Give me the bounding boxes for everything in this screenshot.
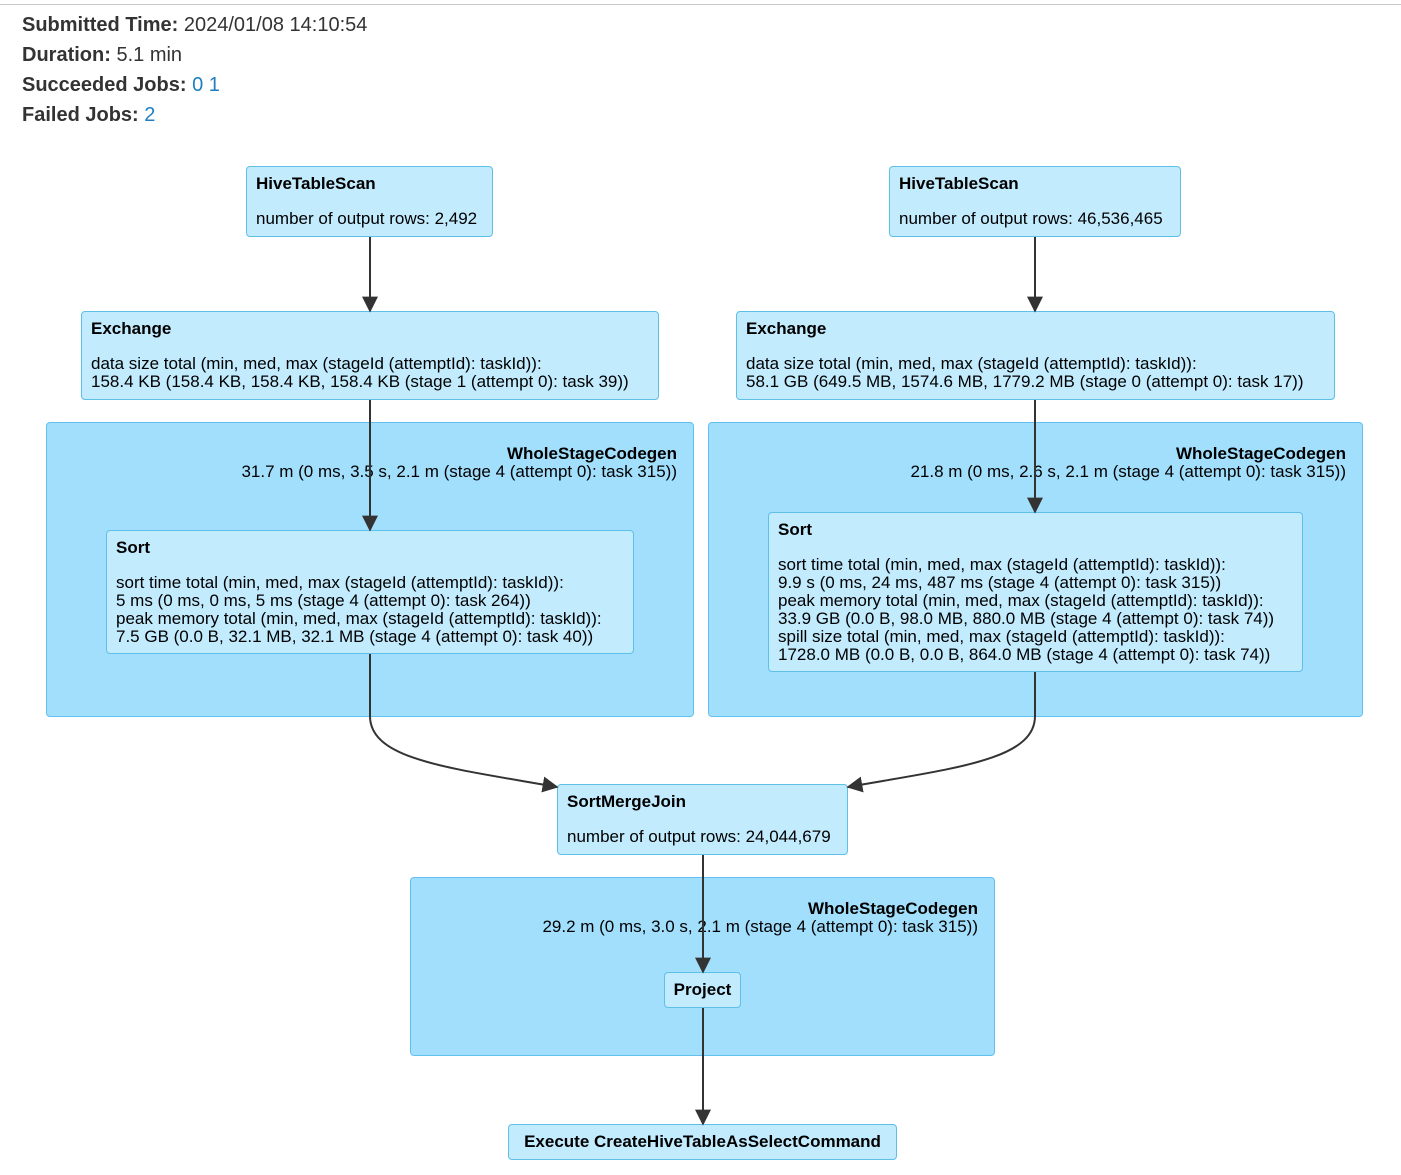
left-codegen-time: 31.7 m (0 ms, 3.5 s, 2.1 m (stage 4 (att… xyxy=(241,462,677,481)
node-metric: 5 ms (0 ms, 0 ms, 5 ms (stage 4 (attempt… xyxy=(116,591,531,610)
right-codegen-label: WholeStageCodegen 21.8 m (0 ms, 2.6 s, 2… xyxy=(910,445,1346,481)
succeeded-jobs-label: Succeeded Jobs: xyxy=(22,74,187,96)
node-title: Execute CreateHiveTableAsSelectCommand xyxy=(524,1132,881,1151)
succeeded-jobs-row: Succeeded Jobs: 0 1 xyxy=(22,70,367,100)
succeeded-job-link[interactable]: 0 xyxy=(192,74,204,96)
node-title: HiveTableScan xyxy=(256,174,376,193)
failed-job-link[interactable]: 2 xyxy=(144,104,156,126)
duration-row: Duration: 5.1 min xyxy=(22,40,367,70)
node-metric: 33.9 GB (0.0 B, 98.0 MB, 880.0 MB (stage… xyxy=(778,609,1275,628)
node-metric: 158.4 KB (158.4 KB, 158.4 KB, 158.4 KB (… xyxy=(91,372,629,391)
node-metric: number of output rows: 46,536,465 xyxy=(899,209,1163,228)
node-metric: sort time total (min, med, max (stageId … xyxy=(778,555,1226,574)
node-metric: number of output rows: 24,044,679 xyxy=(567,827,831,846)
node-metric: 7.5 GB (0.0 B, 32.1 MB, 32.1 MB (stage 4… xyxy=(116,627,594,646)
sortmergejoin-node[interactable]: SortMergeJoin number of output rows: 24,… xyxy=(557,784,848,855)
node-metric: data size total (min, med, max (stageId … xyxy=(746,354,1197,373)
duration-value: 5.1 min xyxy=(116,44,183,66)
left-hivetablescan-node[interactable]: HiveTableScan number of output rows: 2,4… xyxy=(246,166,493,237)
bottom-codegen-time: 29.2 m (0 ms, 3.0 s, 2.1 m (stage 4 (att… xyxy=(542,917,978,936)
node-metric: sort time total (min, med, max (stageId … xyxy=(116,573,564,592)
duration-label: Duration: xyxy=(22,44,111,66)
left-sort-node[interactable]: Sort sort time total (min, med, max (sta… xyxy=(106,530,634,654)
submitted-time-row: Submitted Time: 2024/01/08 14:10:54 xyxy=(22,10,367,40)
node-title: Exchange xyxy=(91,319,172,338)
bottom-codegen-label: WholeStageCodegen 29.2 m (0 ms, 3.0 s, 2… xyxy=(542,900,978,936)
right-sort-node[interactable]: Sort sort time total (min, med, max (sta… xyxy=(768,512,1303,672)
right-codegen-name: WholeStageCodegen xyxy=(1175,444,1346,463)
node-metric: 58.1 GB (649.5 MB, 1574.6 MB, 1779.2 MB … xyxy=(746,372,1304,391)
query-summary: Submitted Time: 2024/01/08 14:10:54 Dura… xyxy=(22,10,367,130)
right-hivetablescan-node[interactable]: HiveTableScan number of output rows: 46,… xyxy=(889,166,1181,237)
node-metric: 9.9 s (0 ms, 24 ms, 487 ms (stage 4 (att… xyxy=(778,573,1222,592)
left-codegen-name: WholeStageCodegen xyxy=(506,444,677,463)
failed-jobs-row: Failed Jobs: 2 xyxy=(22,100,367,130)
node-title: Sort xyxy=(778,520,812,539)
right-codegen-time: 21.8 m (0 ms, 2.6 s, 2.1 m (stage 4 (att… xyxy=(910,462,1346,481)
bottom-codegen-name: WholeStageCodegen xyxy=(807,899,978,918)
left-codegen-label: WholeStageCodegen 31.7 m (0 ms, 3.5 s, 2… xyxy=(241,445,677,481)
execute-command-node[interactable]: Execute CreateHiveTableAsSelectCommand xyxy=(508,1124,897,1160)
node-metric: peak memory total (min, med, max (stageI… xyxy=(116,609,602,628)
node-title: SortMergeJoin xyxy=(567,792,687,811)
submitted-time-label: Submitted Time: xyxy=(22,14,179,36)
node-metric: 1728.0 MB (0.0 B, 0.0 B, 864.0 MB (stage… xyxy=(778,645,1271,664)
node-metric: number of output rows: 2,492 xyxy=(256,209,478,228)
succeeded-job-link[interactable]: 1 xyxy=(208,74,220,96)
failed-jobs-label: Failed Jobs: xyxy=(22,104,139,126)
submitted-time-value: 2024/01/08 14:10:54 xyxy=(183,14,368,36)
node-title: HiveTableScan xyxy=(899,174,1019,193)
top-divider xyxy=(0,4,1401,5)
node-title: Sort xyxy=(116,538,150,557)
right-exchange-node[interactable]: Exchange data size total (min, med, max … xyxy=(736,311,1335,400)
node-metric: peak memory total (min, med, max (stageI… xyxy=(778,591,1264,610)
project-node[interactable]: Project xyxy=(664,972,741,1008)
node-title: Exchange xyxy=(746,319,827,338)
left-exchange-node[interactable]: Exchange data size total (min, med, max … xyxy=(81,311,659,400)
node-metric: spill size total (min, med, max (stageId… xyxy=(778,627,1225,646)
bottom-wholestagecodegen-cluster[interactable]: WholeStageCodegen 29.2 m (0 ms, 3.0 s, 2… xyxy=(410,877,995,1056)
node-title: Project xyxy=(673,980,732,999)
node-metric: data size total (min, med, max (stageId … xyxy=(91,354,542,373)
